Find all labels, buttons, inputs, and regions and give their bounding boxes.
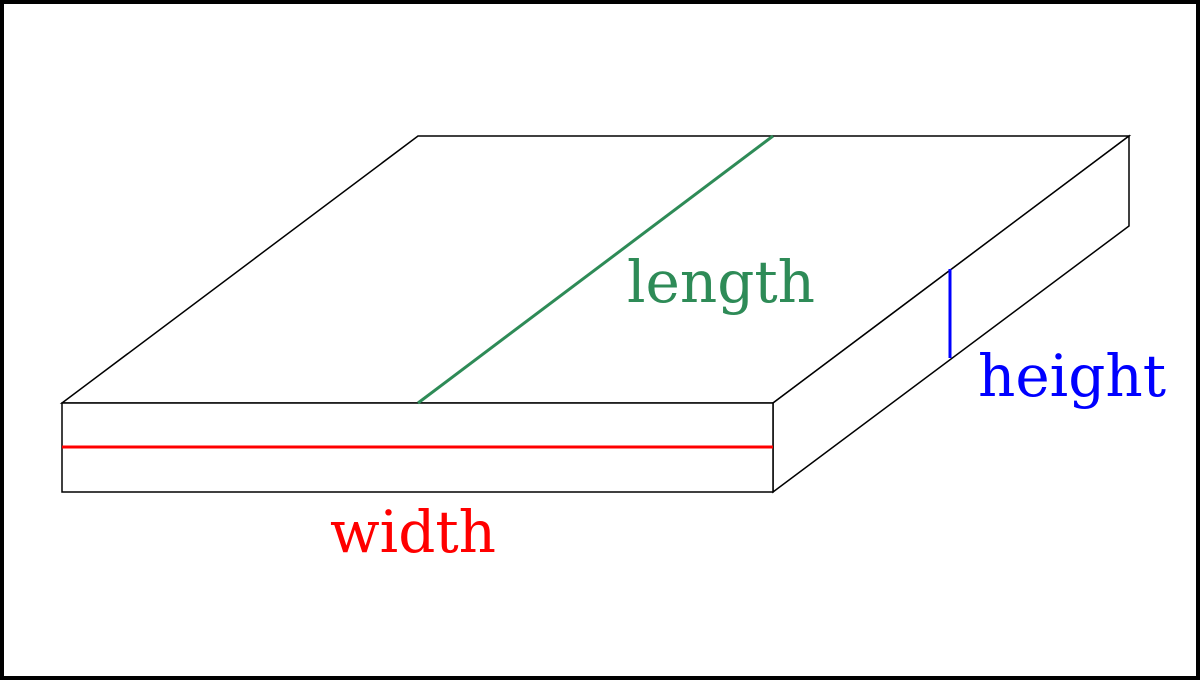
height-label: height bbox=[978, 342, 1166, 410]
width-label: width bbox=[330, 498, 496, 566]
length-line bbox=[417, 134, 774, 405]
length-label: length bbox=[627, 248, 815, 316]
